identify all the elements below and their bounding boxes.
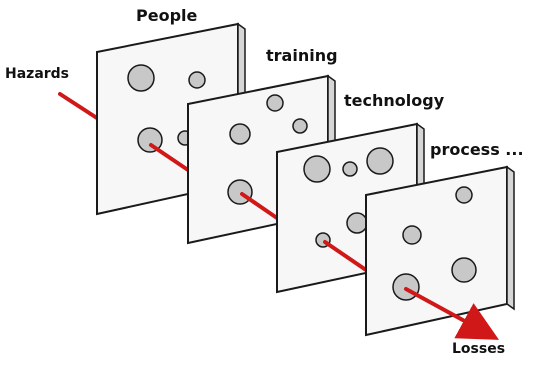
hazard-arrow-seg3 [240, 192, 279, 220]
hazards-label: Hazards [5, 66, 70, 82]
hazard-arrow-seg2 [149, 143, 190, 172]
hazard-arrow-seg4 [323, 240, 368, 272]
technology-label: technology [344, 91, 445, 110]
people-label: People [136, 6, 198, 25]
losses-label: Losses [452, 341, 506, 357]
process-label: process ... [430, 140, 524, 159]
training-label: training [266, 46, 338, 65]
hazard-arrow-end [404, 287, 500, 340]
slice-process [365, 165, 515, 337]
